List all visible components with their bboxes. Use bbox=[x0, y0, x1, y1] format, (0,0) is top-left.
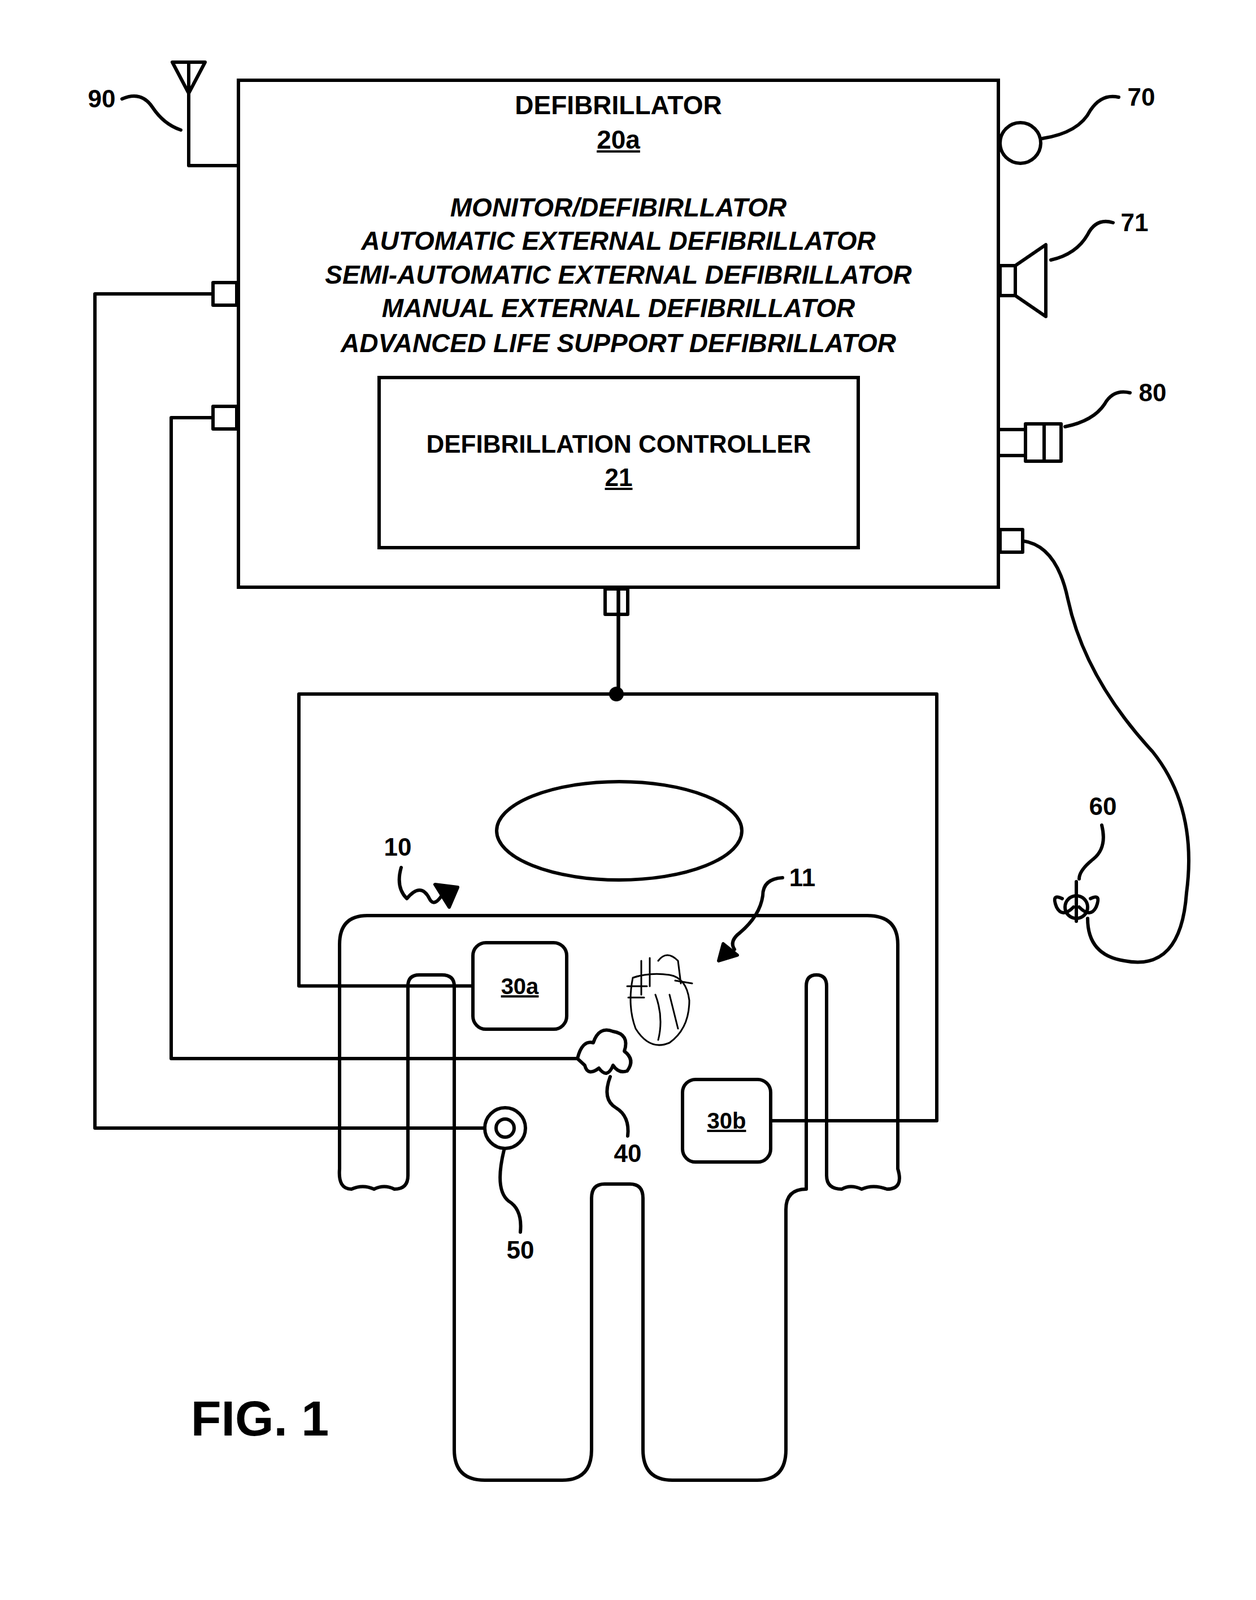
patient-head bbox=[496, 781, 742, 880]
antenna bbox=[172, 62, 237, 166]
node-title: DEFIBRILLATOR bbox=[240, 89, 997, 121]
sensor-50 bbox=[484, 1107, 526, 1149]
sensor-50-inner bbox=[496, 1118, 515, 1137]
node-text: MANUAL EXTERNAL DEFIBRILLATOR bbox=[240, 292, 997, 324]
figure-caption: FIG. 1 bbox=[190, 1391, 330, 1446]
leader-line bbox=[606, 1076, 628, 1136]
callout-number: 11 bbox=[789, 863, 816, 892]
electrode-lead bbox=[618, 588, 938, 1121]
leader-arrowhead bbox=[718, 943, 738, 961]
node-text: ADVANCED LIFE SUPPORT DEFIBRILLATOR bbox=[240, 327, 997, 359]
node-text: 20a bbox=[240, 124, 997, 155]
connector-80 bbox=[1000, 423, 1062, 462]
leader-line bbox=[500, 1149, 521, 1232]
node-text: MONITOR/DEFIBIRLLATOR bbox=[240, 192, 997, 223]
callout-number: 80 bbox=[1139, 378, 1167, 407]
electrode-40 bbox=[577, 1029, 631, 1073]
node-title: 30a bbox=[474, 970, 566, 1002]
leader-line bbox=[732, 877, 783, 950]
node-text: SEMI-AUTOMATIC EXTERNAL DEFIBRILLATOR bbox=[240, 259, 997, 290]
controller-box: DEFIBRILLATION CONTROLLER21 bbox=[377, 375, 860, 550]
electrode-lead bbox=[298, 588, 619, 986]
connector-port bbox=[213, 406, 237, 429]
callout-number: 60 bbox=[1089, 792, 1118, 821]
connector-port bbox=[605, 588, 628, 615]
leader-line bbox=[1065, 392, 1131, 427]
callout-number: 40 bbox=[614, 1139, 642, 1168]
node-text: AUTOMATIC EXTERNAL DEFIBRILLATOR bbox=[240, 225, 997, 256]
leader-line bbox=[1042, 96, 1119, 139]
callout-number: 10 bbox=[384, 832, 412, 862]
speaker-71 bbox=[1000, 244, 1046, 317]
leader-arrowhead bbox=[435, 884, 458, 907]
callout-number: 70 bbox=[1127, 83, 1156, 112]
node-title: DEFIBRILLATION CONTROLLER bbox=[380, 428, 857, 460]
leader-line bbox=[1079, 824, 1104, 879]
indicator-70 bbox=[1000, 122, 1041, 164]
heart-illustration bbox=[627, 954, 693, 1045]
node-text: 21 bbox=[380, 462, 857, 493]
callout-number: 50 bbox=[506, 1235, 535, 1264]
electrode-pad: 30b bbox=[680, 1077, 773, 1164]
connector-port bbox=[1000, 529, 1023, 553]
probe-60-tip bbox=[1065, 895, 1088, 919]
callout-number: 71 bbox=[1120, 208, 1149, 237]
leader-line bbox=[1050, 221, 1114, 260]
node-title: 30b bbox=[684, 1105, 769, 1136]
patient-body-outline bbox=[339, 915, 900, 1480]
connector-port bbox=[213, 282, 237, 306]
probe-cable bbox=[1022, 540, 1189, 963]
defibrillator-box: DEFIBRILLATOR20aMONITOR/DEFIBIRLLATORAUT… bbox=[236, 78, 1001, 589]
leader-line bbox=[122, 96, 181, 130]
probe-60 bbox=[1054, 881, 1099, 921]
electrode-pad: 30a bbox=[471, 940, 569, 1031]
callout-number: 90 bbox=[88, 84, 116, 114]
